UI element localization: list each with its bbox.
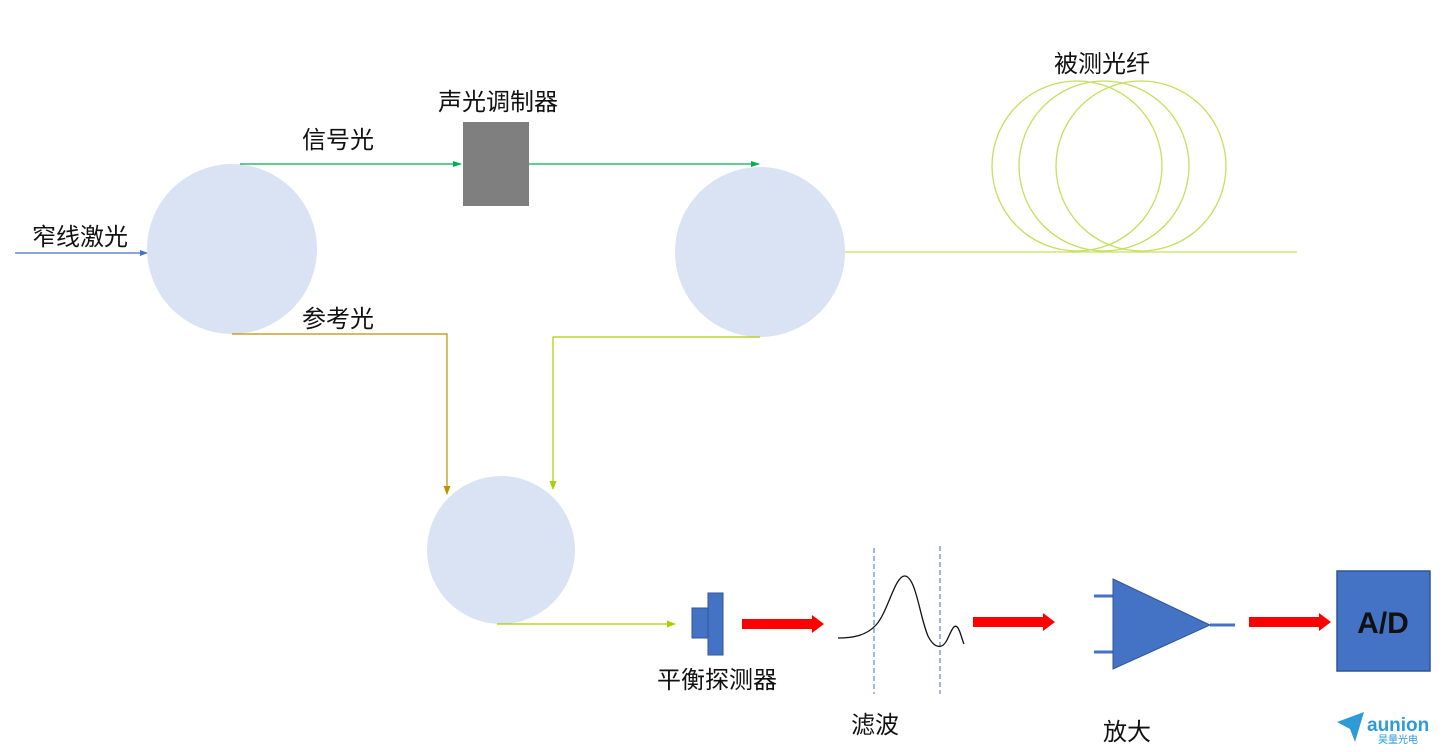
coupler-3 (427, 476, 575, 624)
amplifier (1094, 578, 1235, 670)
red-arrow-3 (1249, 613, 1331, 631)
logo-plane-icon (1337, 712, 1364, 742)
logo-text: aunion (1367, 715, 1429, 736)
red-arrow-1 (742, 615, 824, 633)
company-logo: aunion 昊量光电 (1337, 712, 1429, 746)
logo-subtext: 昊量光电 (1378, 733, 1418, 746)
balanced-detector-label: 平衡探测器 (657, 666, 777, 694)
aom-label: 声光调制器 (438, 88, 558, 116)
filter-window (873, 546, 941, 694)
filter-label: 滤波 (851, 711, 899, 739)
narrow-laser-label: 窄线激光 (32, 223, 128, 251)
red-arrow-2 (973, 613, 1055, 631)
adc-box (1336, 570, 1431, 672)
signal-light-label: 信号光 (302, 126, 374, 154)
adc-label: A/D (1357, 607, 1409, 640)
return-path (549, 336, 760, 490)
filter-waveform (837, 575, 965, 647)
coupler-1 (147, 164, 317, 334)
reference-path (232, 333, 451, 495)
balanced-detector (691, 592, 724, 656)
aom-box (463, 122, 529, 206)
amplifier-label: 放大 (1103, 718, 1151, 746)
fiber-under-test-label: 被测光纤 (1054, 50, 1150, 78)
reference-light-label: 参考光 (302, 305, 374, 333)
coupler-2 (675, 167, 845, 337)
fiber-coil (991, 80, 1227, 252)
